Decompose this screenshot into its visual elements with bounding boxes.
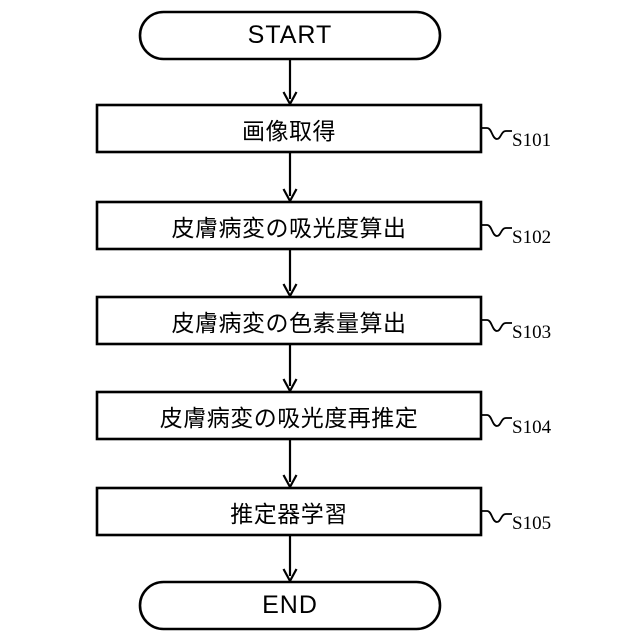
edge-s102-to-s103 — [282, 249, 298, 299]
step-label-s105: S105 — [512, 513, 552, 534]
leader-line-s103 — [481, 319, 512, 332]
node-s103-shape — [95, 295, 483, 346]
edge-start-to-s101 — [282, 59, 298, 107]
edge-s105-to-end — [282, 535, 298, 584]
node-s101-shape — [95, 103, 483, 154]
leader-line-s104 — [481, 414, 512, 427]
step-label-s103: S103 — [512, 322, 552, 343]
leader-line-s102 — [481, 224, 512, 237]
edge-s101-to-s102 — [282, 152, 298, 204]
step-label-s101: S101 — [512, 130, 552, 151]
step-label-s102: S102 — [512, 227, 552, 248]
node-s104-shape — [95, 390, 483, 441]
leader-line-s105 — [481, 510, 512, 523]
node-s105-shape — [95, 486, 483, 537]
node-start-shape — [138, 10, 442, 61]
step-label-s104: S104 — [512, 417, 552, 438]
node-s102-shape — [95, 200, 483, 251]
edge-s103-to-s104 — [282, 344, 298, 394]
leader-line-s101 — [481, 127, 512, 140]
node-end-shape — [138, 580, 442, 631]
edge-s104-to-s105 — [282, 439, 298, 490]
